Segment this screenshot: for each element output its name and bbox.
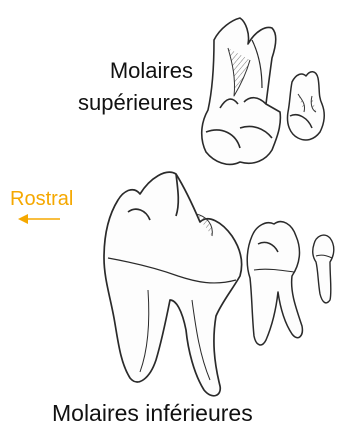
lower-molars-label: Molaires inférieures bbox=[52, 400, 253, 426]
upper-large-molar bbox=[202, 18, 281, 164]
lower-large-molar bbox=[104, 172, 242, 396]
rostral-arrow-icon bbox=[18, 214, 60, 224]
upper-small-molar bbox=[287, 72, 324, 140]
lower-small-molar bbox=[313, 235, 334, 303]
upper-molars-label-line2: supérieures bbox=[78, 90, 193, 116]
lower-medium-molar bbox=[247, 222, 302, 345]
upper-molars-label-line1: Molaires bbox=[110, 58, 193, 84]
rostral-label: Rostral bbox=[10, 187, 73, 211]
